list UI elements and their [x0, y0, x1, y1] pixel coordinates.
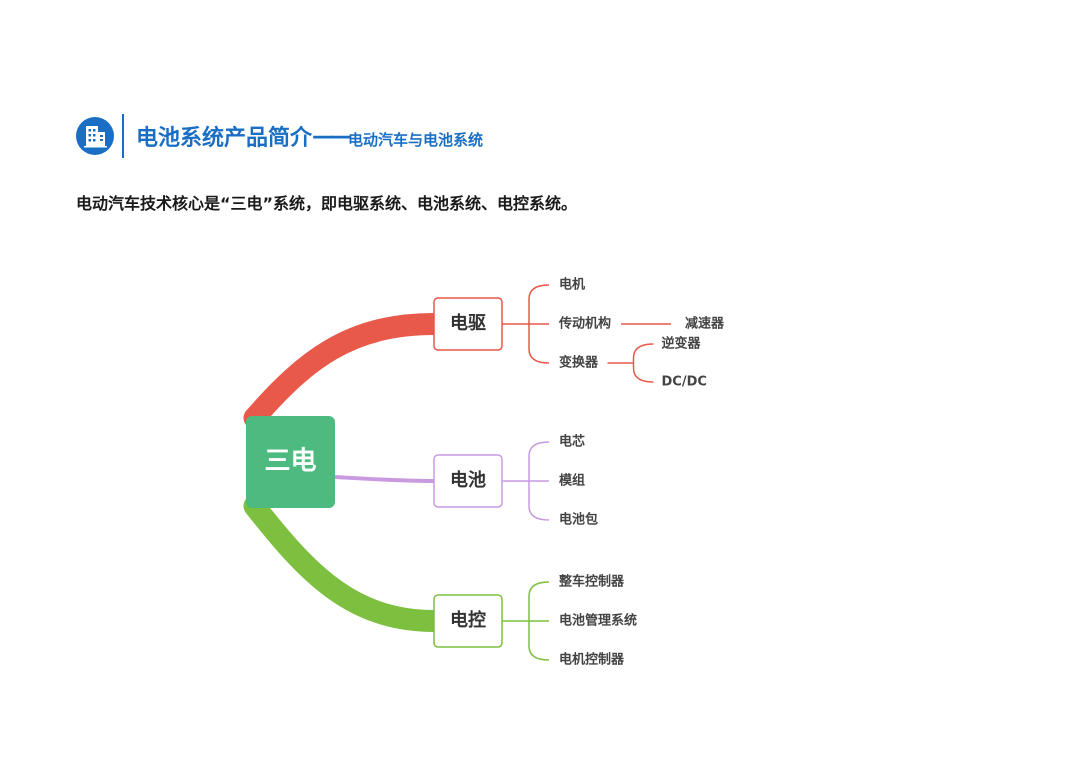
leaf-label: 传动机构 [558, 316, 611, 332]
header-divider [122, 114, 124, 158]
root-label: 三电 [264, 447, 316, 477]
building-icon [76, 117, 114, 155]
leaf-label: 模组 [559, 473, 585, 489]
connector-root-2 [243, 495, 445, 632]
leaf-label: 整车控制器 [558, 574, 625, 590]
connector-root-1 [334, 475, 435, 483]
leaf-label: 变换器 [559, 355, 599, 371]
page-subtitle: 电动汽车与电池系统 [348, 130, 484, 149]
leaf-label: 电池包 [559, 512, 598, 528]
intro-text: 电动汽车技术核心是“三电”系统，即电驱系统、电池系统、电控系统。 [76, 194, 578, 213]
branch-label: 电控 [450, 609, 486, 631]
leaf-label: 电池管理系统 [559, 613, 637, 629]
leaf-label: 电机 [559, 277, 585, 293]
sub-bracket [632, 343, 654, 383]
sub-leaf-label: 逆变器 [662, 336, 702, 352]
section-header: 电池系统产品简介 —— 电动汽车与电池系统 [76, 112, 483, 160]
root-node [246, 416, 335, 508]
sub-leaf-label: 减速器 [685, 316, 725, 332]
branch-label: 电驱 [450, 312, 486, 334]
connector-root-0 [243, 313, 445, 429]
sub-leaf-label: DC/DC [662, 375, 707, 390]
title-dash: —— [312, 123, 352, 149]
leaf-label: 电芯 [559, 434, 585, 450]
page-title: 电池系统产品简介 [136, 126, 313, 151]
branch-label: 电池 [450, 469, 486, 491]
leaf-label: 电机控制器 [559, 652, 625, 668]
